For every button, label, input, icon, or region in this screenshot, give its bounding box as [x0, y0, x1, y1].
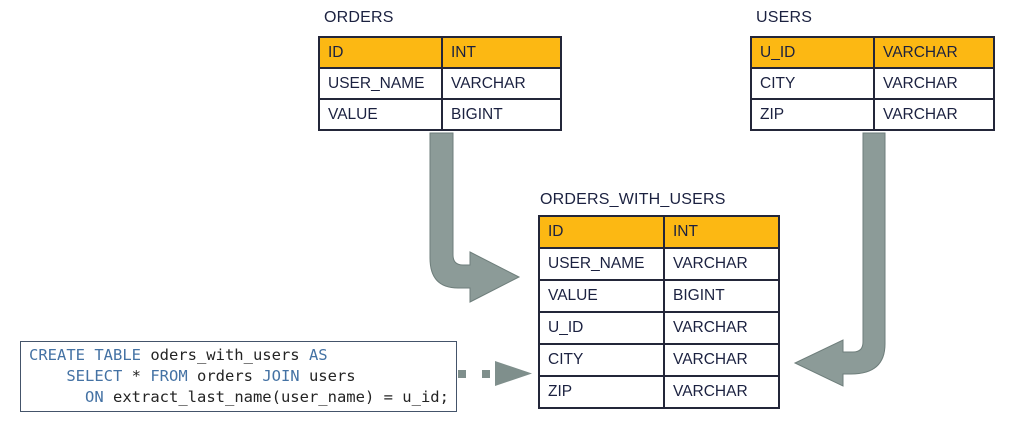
result-row-name-cell: VALUE — [540, 281, 663, 311]
orders-row-name-cell: USER_NAME — [320, 69, 441, 98]
orders-with-users-table: ORDERS_WITH_USERS ID INT USER_NAME VARCH… — [538, 190, 780, 409]
result-row-name-cell: CITY — [540, 345, 663, 375]
sql-identifier: users — [299, 367, 356, 385]
orders-header-name-cell: ID — [320, 38, 441, 67]
result-row-type-cell: VARCHAR — [665, 377, 778, 407]
result-row-type-cell: BIGINT — [665, 281, 778, 311]
users-table-title: USERS — [756, 9, 813, 26]
sql-identifier: * — [122, 367, 151, 385]
users-row-name-cell: ZIP — [752, 100, 873, 129]
result-header-type-cell: INT — [665, 217, 778, 247]
sql-identifier: orders — [187, 367, 263, 385]
orders-table-title: ORDERS — [324, 9, 394, 26]
sql-keyword: SELECT — [66, 367, 123, 385]
result-row-name-cell: U_ID — [540, 313, 663, 343]
sql-line-2: SELECT * FROM orders JOIN users — [29, 366, 456, 387]
result-row-type-cell: VARCHAR — [665, 313, 778, 343]
users-header-type-cell: VARCHAR — [875, 38, 993, 67]
sql-indent — [29, 367, 66, 385]
result-row-name-cell: USER_NAME — [540, 249, 663, 279]
orders-to-result-elbow-arrow-icon — [429, 132, 521, 303]
orders-row-type-cell: BIGINT — [443, 100, 560, 129]
sql-identifier: oders_with_users — [140, 346, 309, 364]
sql-keyword: FROM — [150, 367, 188, 385]
users-table-grid: U_ID VARCHAR CITY VARCHAR ZIP VARCHAR — [750, 36, 995, 131]
result-row-type-cell: VARCHAR — [665, 249, 778, 279]
users-row-type-cell: VARCHAR — [875, 100, 993, 129]
sql-keyword: AS — [308, 346, 328, 364]
result-row-type-cell: VARCHAR — [665, 345, 778, 375]
sql-line-3: ON extract_last_name(user_name) = u_id; — [29, 387, 456, 408]
users-table: USERS U_ID VARCHAR CITY VARCHAR ZIP VARC… — [750, 8, 995, 131]
orders-with-users-table-title: ORDERS_WITH_USERS — [540, 191, 726, 208]
orders-table: ORDERS ID INT USER_NAME VARCHAR VALUE BI… — [318, 8, 562, 131]
sql-identifier: extract_last_name(user_name) = u_id; — [103, 388, 449, 406]
sql-line-1: CREATE TABLE oders_with_users AS — [29, 345, 456, 366]
sql-to-result-dotted-arrow-icon — [458, 361, 532, 386]
sql-keyword: JOIN — [262, 367, 300, 385]
sql-code-box: CREATE TABLE oders_with_users AS SELECT … — [20, 341, 457, 412]
sql-indent — [29, 388, 85, 406]
users-row-name-cell: CITY — [752, 69, 873, 98]
users-header-name-cell: U_ID — [752, 38, 873, 67]
orders-row-type-cell: VARCHAR — [443, 69, 560, 98]
orders-header-type-cell: INT — [443, 38, 560, 67]
orders-table-grid: ID INT USER_NAME VARCHAR VALUE BIGINT — [318, 36, 562, 131]
users-row-type-cell: VARCHAR — [875, 69, 993, 98]
sql-keyword: ON — [85, 388, 104, 406]
result-header-name-cell: ID — [540, 217, 663, 247]
orders-row-name-cell: VALUE — [320, 100, 441, 129]
users-to-result-elbow-arrow-icon — [793, 132, 886, 387]
orders-with-users-table-grid: ID INT USER_NAME VARCHAR VALUE BIGINT U_… — [538, 215, 780, 409]
result-row-name-cell: ZIP — [540, 377, 663, 407]
sql-keyword: CREATE TABLE — [29, 346, 141, 364]
